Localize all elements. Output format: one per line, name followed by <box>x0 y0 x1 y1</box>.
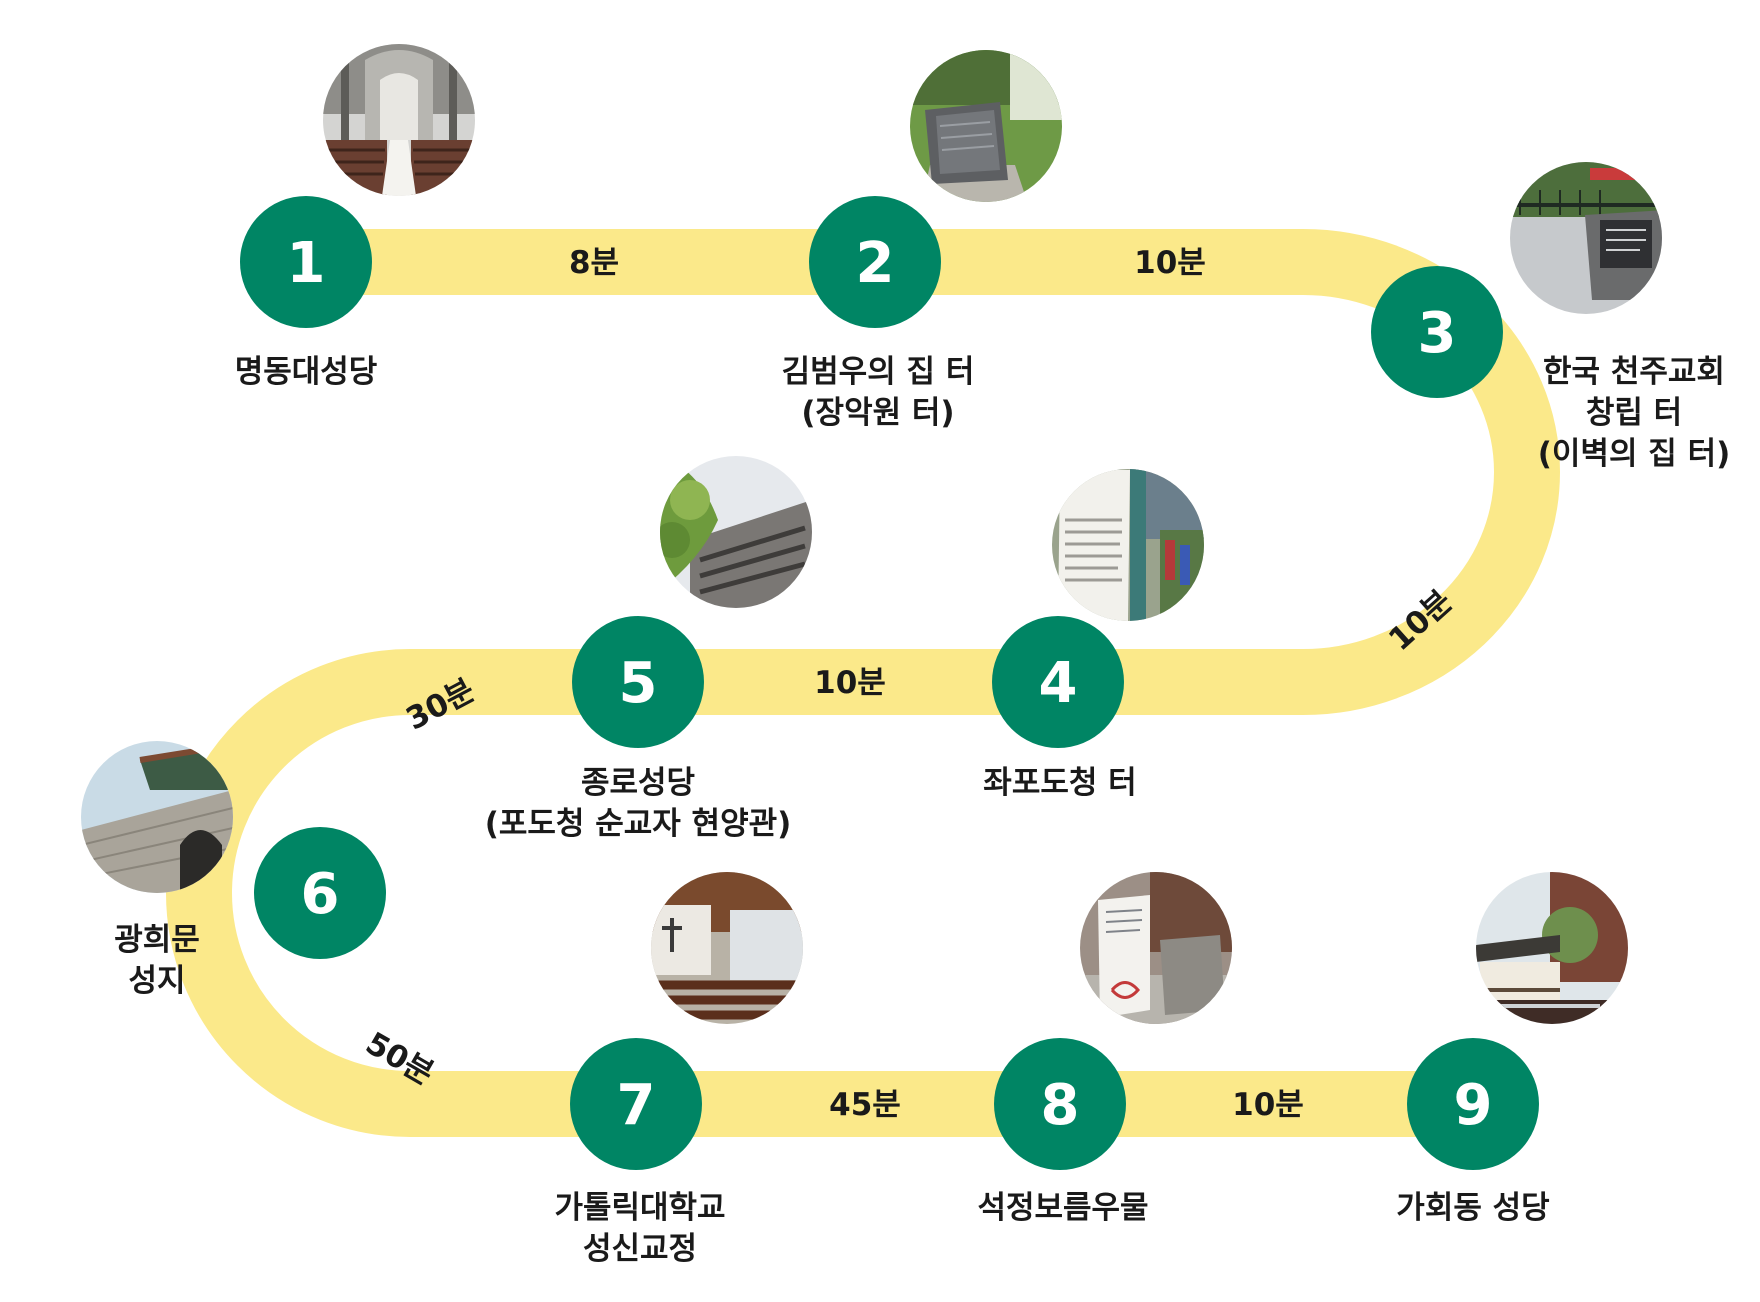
stop-marker-circle <box>809 196 941 328</box>
stop-label-line: 광희문 <box>114 922 200 958</box>
stop-label-4: 좌포도청 터 <box>880 763 1240 804</box>
stop-marker-3: 3 <box>1371 266 1503 398</box>
stop-label-line: 한국 천주교회 <box>1543 354 1725 390</box>
stop-label-line: 가회동 성당 <box>1396 1190 1550 1226</box>
stop-marker-circle <box>572 616 704 748</box>
stop-number: 5 <box>619 651 658 716</box>
stop-number: 2 <box>856 231 895 296</box>
segment-duration-4-5: 10분 <box>814 665 886 701</box>
stop-number: 8 <box>1041 1073 1080 1138</box>
stop-marker-circle <box>994 1038 1126 1170</box>
stop-number: 6 <box>301 862 340 927</box>
photo-thumbnail-5 <box>660 456 812 608</box>
stop-label-line: (장악원 터) <box>801 395 955 431</box>
markers-layer: 1 2 3 4 5 6 7 8 9 <box>240 196 1539 1170</box>
photo-thumbnail-2 <box>910 50 1062 202</box>
photo-thumbnail-8 <box>1080 872 1232 1024</box>
stop-number: 7 <box>617 1073 656 1138</box>
stop-label-9: 가회동 성당 <box>1293 1188 1653 1229</box>
stop-label-line: 가톨릭대학교 <box>554 1190 726 1226</box>
stop-marker-1: 1 <box>240 196 372 328</box>
stop-label-line: 성신교정 <box>582 1231 698 1267</box>
stop-marker-circle <box>1407 1038 1539 1170</box>
stop-label-8: 석정보름우물 <box>883 1188 1243 1229</box>
stop-label-line: 좌포도청 터 <box>983 765 1137 801</box>
stop-number: 9 <box>1454 1073 1493 1138</box>
stop-number: 4 <box>1039 651 1078 716</box>
stop-label-5: 종로성당 (포도청 순교자 현양관) <box>458 763 818 845</box>
photo-thumbnail-3 <box>1510 162 1662 314</box>
stop-marker-2: 2 <box>809 196 941 328</box>
stop-label-line: 김범우의 집 터 <box>781 354 975 390</box>
segment-duration-7-8: 45분 <box>829 1087 901 1123</box>
photo-thumbnail-1 <box>323 44 475 196</box>
segment-duration-2-3: 10분 <box>1134 245 1206 281</box>
stop-marker-circle <box>570 1038 702 1170</box>
stop-marker-7: 7 <box>570 1038 702 1170</box>
photo-thumbnail-9 <box>1476 872 1628 1024</box>
stop-marker-4: 4 <box>992 616 1124 748</box>
stop-number: 1 <box>287 231 326 296</box>
stop-label-line: 종로성당 <box>580 765 696 801</box>
stop-label-line: (포도청 순교자 현양관) <box>484 806 792 842</box>
stop-label-line: (이벽의 집 터) <box>1537 436 1731 472</box>
stop-marker-circle <box>240 196 372 328</box>
stop-marker-6: 6 <box>254 827 386 959</box>
stop-marker-circle <box>992 616 1124 748</box>
segment-duration-8-9: 10분 <box>1232 1087 1304 1123</box>
stop-label-line: 명동대성당 <box>234 354 378 390</box>
stop-marker-9: 9 <box>1407 1038 1539 1170</box>
stop-label-1: 명동대성당 <box>126 352 486 393</box>
stop-marker-circle <box>1371 266 1503 398</box>
stop-label-2: 김범우의 집 터 (장악원 터) <box>698 352 1058 434</box>
stop-label-line: 창립 터 <box>1585 395 1683 431</box>
stop-label-line: 성지 <box>128 963 186 999</box>
photo-thumbnail-6 <box>81 741 233 893</box>
stop-marker-circle <box>254 827 386 959</box>
segment-duration-1-2: 8분 <box>569 245 619 281</box>
photo-thumbnail-4 <box>1052 469 1204 621</box>
stop-number: 3 <box>1418 301 1457 366</box>
stop-label-line: 석정보름우물 <box>977 1190 1149 1226</box>
stop-marker-5: 5 <box>572 616 704 748</box>
photo-thumbnail-7 <box>651 872 803 1024</box>
stop-marker-8: 8 <box>994 1038 1126 1170</box>
